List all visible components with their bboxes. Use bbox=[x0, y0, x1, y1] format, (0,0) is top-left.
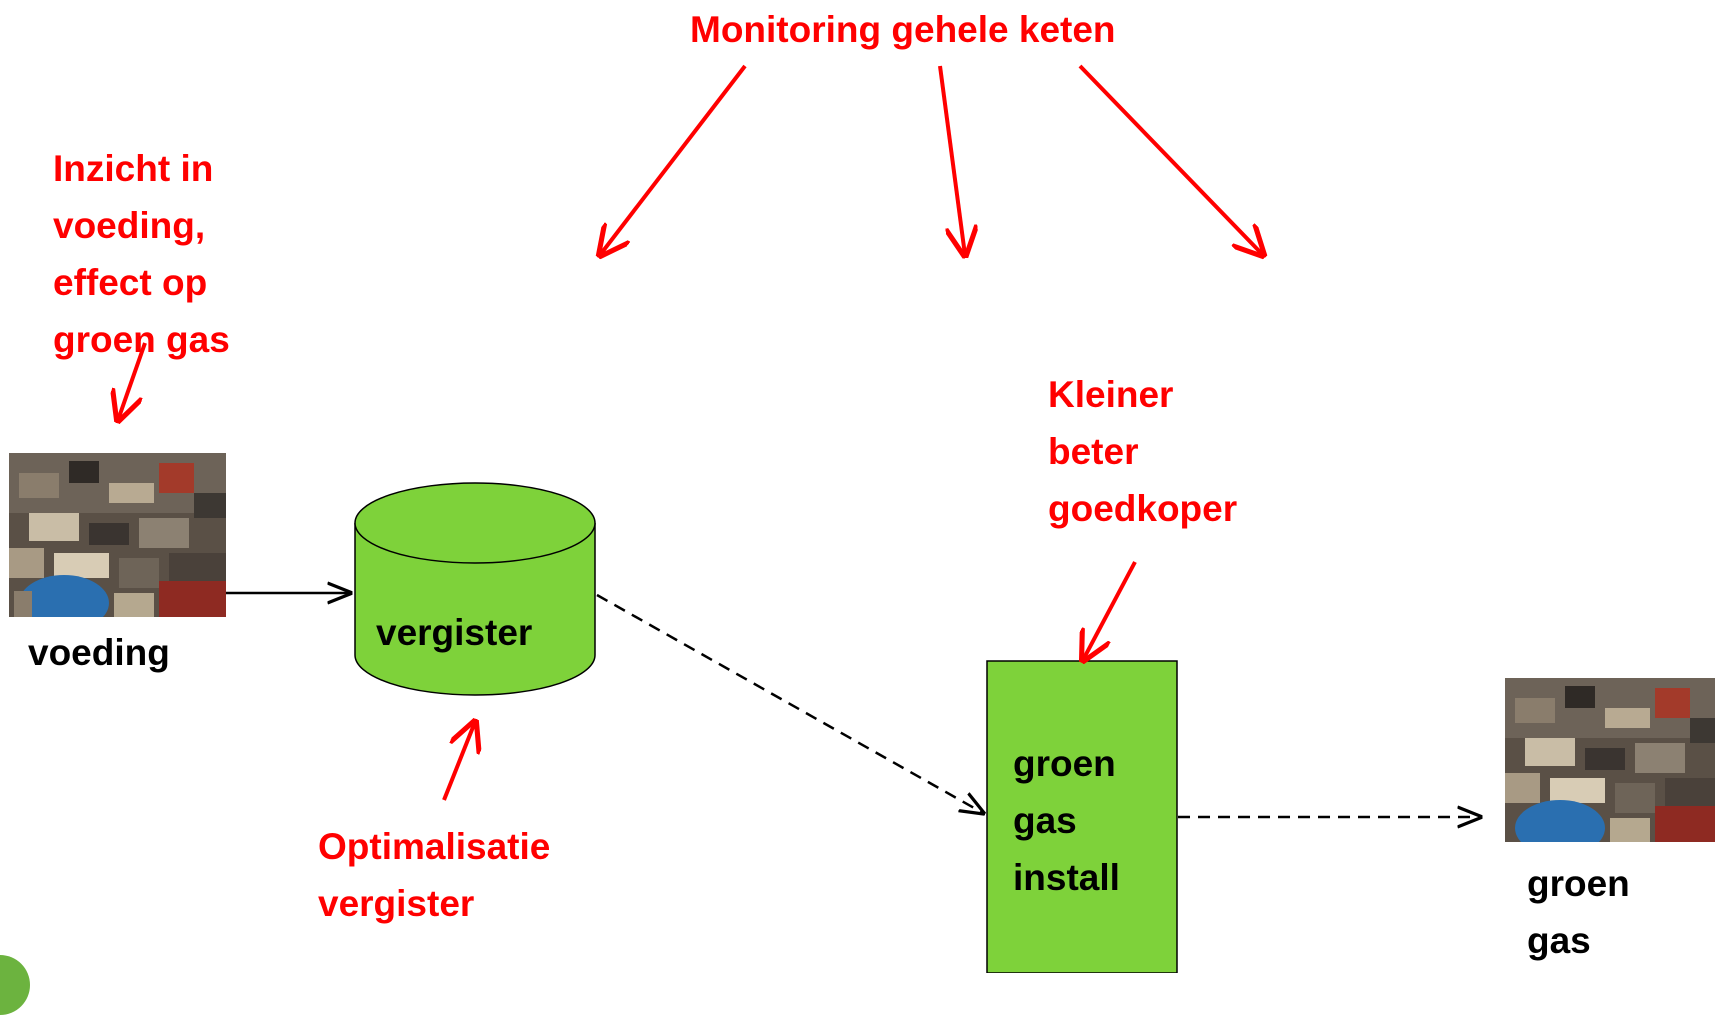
flow-arrow-vergister-install bbox=[596, 593, 983, 813]
waste-photo-graphic bbox=[1505, 678, 1715, 842]
install-box bbox=[986, 660, 1178, 973]
output-photo bbox=[1505, 678, 1715, 842]
optimalisatie-annotation: Optimalisatie vergister bbox=[318, 826, 551, 924]
monitoring-arrow-right bbox=[1078, 64, 1263, 255]
voeding-photo bbox=[9, 453, 226, 617]
vergister-cylinder bbox=[354, 482, 596, 696]
kleiner-arrow bbox=[1083, 561, 1137, 660]
vergister-label: vergister bbox=[376, 612, 533, 653]
monitoring-arrow-middle bbox=[938, 65, 965, 255]
install-label: groen gas install bbox=[1013, 743, 1120, 898]
inzicht-arrow bbox=[118, 342, 147, 420]
waste-photo-graphic bbox=[9, 453, 226, 617]
output-label: groen gas bbox=[1527, 863, 1630, 961]
voeding-label: voeding bbox=[28, 632, 170, 673]
diagram-canvas bbox=[0, 64, 1715, 973]
kleiner-annotation: Kleiner beter goedkoper bbox=[1048, 374, 1238, 529]
monitoring-arrow-left bbox=[600, 64, 747, 255]
monitoring-annotation: Monitoring gehele keten bbox=[690, 9, 1116, 50]
inzicht-annotation: Inzicht in voeding, effect op groen gas bbox=[53, 148, 230, 360]
optimalisatie-arrow bbox=[442, 722, 475, 801]
